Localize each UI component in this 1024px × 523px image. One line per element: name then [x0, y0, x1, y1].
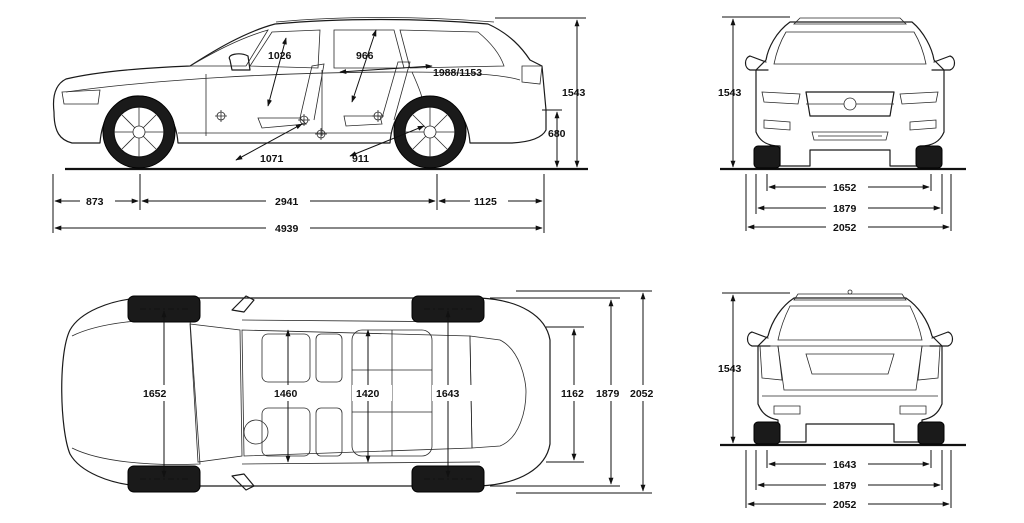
front-right-mirror: [931, 55, 956, 71]
side-ground-to-floor-label: 680: [548, 128, 566, 140]
rear-right-mirror: [929, 331, 954, 347]
top-width-mirrors-label: 2052: [630, 388, 654, 400]
side-front-door: [205, 70, 323, 136]
rear-tailgate: [777, 345, 923, 391]
front-windshield: [773, 31, 927, 65]
rear-left-mirror: [746, 331, 771, 347]
front-logo-icon: [843, 97, 857, 111]
side-front-overhang-label: 873: [86, 196, 104, 208]
front-track-label: 1652: [833, 182, 857, 194]
side-rear-overhang-label: 1125: [474, 196, 497, 208]
rear-bumper: [762, 395, 938, 415]
top-rear-window: [469, 335, 527, 449]
side-headlight: [61, 89, 101, 105]
top-rear-track-label: 1643: [436, 388, 460, 400]
front-grille: [805, 91, 895, 117]
side-headroom-rear-label: 966: [356, 50, 374, 62]
front-lower-intake: [811, 131, 889, 141]
front-roof: [793, 17, 907, 25]
top-hood: [71, 319, 201, 465]
rear-body-outline: [757, 297, 943, 443]
side-legroom-rear-label: 911: [352, 153, 369, 165]
front-right-headlight: [899, 91, 939, 105]
side-headroom-front-label: 1026: [268, 50, 292, 62]
top-steering-wheel: [243, 419, 269, 445]
rear-width-label: 1879: [833, 480, 857, 492]
front-body-outline: [755, 21, 945, 167]
side-cargo-length-label: 1988/1153: [433, 67, 482, 79]
side-mirror: [228, 53, 251, 71]
rear-height-label: 1543: [718, 363, 742, 375]
rear-right-tire: [917, 421, 945, 445]
front-right-tire: [915, 145, 943, 169]
top-cargo-width-label: 1162: [561, 388, 584, 400]
top-width-label: 1879: [596, 388, 620, 400]
top-view: 1652 1460 1420 1643 1162 1879 2052: [61, 290, 660, 494]
rear-track-label: 1643: [833, 459, 857, 471]
rear-window: [777, 305, 923, 341]
rear-antenna-icon: [847, 289, 853, 295]
rear-view: 1543 1643 1879 2052: [718, 289, 966, 511]
rear-plate-recess: [805, 353, 895, 375]
front-view: 1543 1652 1879 2052: [718, 16, 966, 234]
side-length-label: 4939: [275, 223, 299, 235]
rear-left-taillight: [759, 345, 783, 381]
rear-right-taillight: [917, 345, 941, 381]
front-width-mirrors-label: 2052: [833, 222, 857, 234]
rear-width-mirrors-label: 2052: [833, 499, 857, 511]
side-wheelbase-label: 2941: [275, 196, 299, 208]
top-shoulder-front-label: 1460: [274, 388, 298, 400]
side-rear-window: [333, 29, 405, 69]
side-seat-reference-points: [215, 110, 384, 140]
top-shoulder-rear-label: 1420: [356, 388, 380, 400]
top-roof-rail-right: [241, 461, 481, 465]
front-width-label: 1879: [833, 203, 857, 215]
top-left-mirror: [231, 295, 255, 313]
front-height-label: 1543: [718, 87, 742, 99]
side-quarter-window: [399, 29, 505, 69]
side-windshield: [188, 29, 269, 67]
side-view: 1026 966 1988/1153 1071 911 1543 680 873…: [52, 17, 588, 235]
side-legroom-front-label: 1071: [260, 153, 284, 165]
side-roof-rail: [275, 17, 495, 23]
rear-left-tire: [753, 421, 781, 445]
top-front-track-label: 1652: [143, 388, 167, 400]
front-left-tire: [753, 145, 781, 169]
side-rear-seat: [343, 61, 411, 127]
side-front-window: [249, 29, 321, 69]
front-left-headlight: [761, 91, 801, 105]
rear-roof-spoiler: [793, 293, 907, 301]
top-right-mirror: [231, 473, 255, 491]
side-height-label: 1543: [562, 87, 586, 99]
top-windshield: [189, 323, 243, 463]
side-taillight: [521, 65, 543, 85]
front-left-mirror: [744, 55, 769, 71]
